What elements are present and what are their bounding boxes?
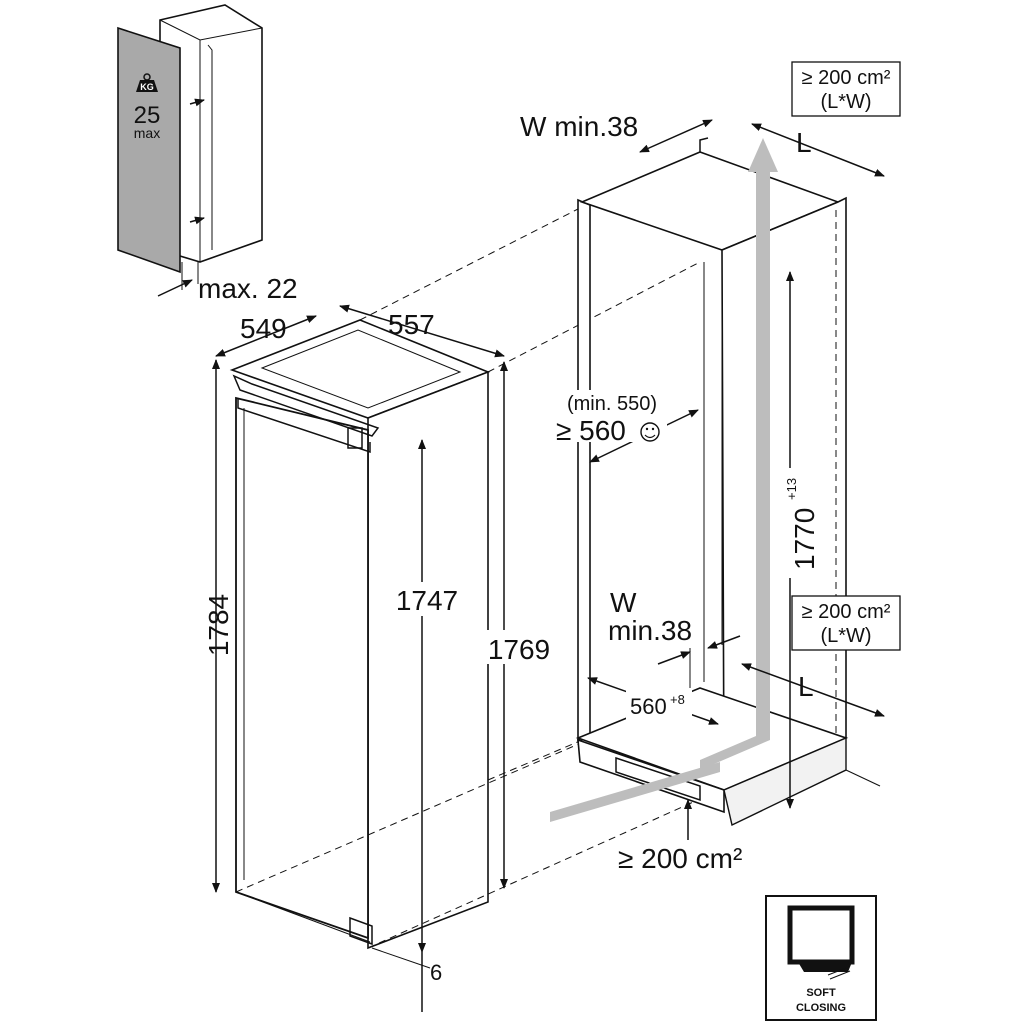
alignment-guides xyxy=(235,207,721,949)
top-vent-area-label: ≥ 200 cm² xyxy=(802,67,891,89)
hinge-arrow-upper xyxy=(189,98,205,107)
mid-vent-area-box xyxy=(791,595,901,651)
door-hinge-bracket xyxy=(237,398,371,454)
soft-closing-badge: SOFT CLOSING xyxy=(765,895,877,1021)
mid-vent-arrow-in xyxy=(657,651,691,665)
soft-closing-door-edge xyxy=(798,962,852,972)
panel-thickness-label: max. 22 xyxy=(198,273,298,304)
airflow-arrow-head xyxy=(748,138,778,172)
niche-height-label: 1770 xyxy=(789,508,820,570)
niche-depth-alt-label: (min. 550) xyxy=(567,393,657,415)
niche-width-tolerance: +8 xyxy=(670,692,685,707)
mid-vent-area-label: ≥ 200 cm² xyxy=(802,601,891,623)
niche-height-tolerance: +13 xyxy=(784,478,799,500)
niche-left-panel-edge xyxy=(577,198,591,742)
weight-unit: KG xyxy=(140,82,154,92)
appliance-total-height-label: 1784 xyxy=(203,594,234,656)
smiley-icon xyxy=(640,422,660,442)
soft-closing-line-1: SOFT xyxy=(806,987,836,999)
appliance-door xyxy=(235,396,369,940)
mid-vent-dims-label: (L*W) xyxy=(820,625,871,647)
mid-vent-width-label: min.38 xyxy=(608,615,692,646)
appliance-side-face xyxy=(367,370,489,950)
mid-vent-arrow-out xyxy=(707,635,741,649)
panel-hinge-line xyxy=(207,44,213,250)
niche-back-top xyxy=(699,137,709,152)
bottom-vent-area-label: ≥ 200 cm² xyxy=(618,843,742,874)
top-vent-length-label: L xyxy=(796,127,812,158)
door-front-panel xyxy=(117,26,181,274)
thickness-arrow xyxy=(157,279,193,297)
appliance-side-height-label: 1769 xyxy=(488,634,550,665)
plinth-front xyxy=(577,738,725,814)
airflow-vertical-arrow xyxy=(756,170,770,740)
door-bottom-edge xyxy=(235,891,371,943)
top-vent-width-line xyxy=(639,119,713,153)
mid-vent-length-label: L xyxy=(798,671,814,702)
appliance-top-inner xyxy=(260,329,462,409)
width-dimension-line xyxy=(339,304,505,358)
niche-width-label: 560 xyxy=(630,694,667,719)
weight-value: 25 xyxy=(134,102,161,129)
bottom-hinge xyxy=(349,916,373,946)
top-hinge-rail xyxy=(232,374,380,437)
top-vent-length-line xyxy=(751,123,885,177)
mid-vent-w-label: W xyxy=(610,587,637,618)
appliance-door-height-label: 1747 xyxy=(396,585,458,616)
airflow-in-arrow xyxy=(550,762,720,822)
top-vent-dims-label: (L*W) xyxy=(820,91,871,113)
depth-dimension-line xyxy=(215,315,317,357)
top-vent-width-label: W min.38 xyxy=(520,111,638,142)
foot-offset-label: 6 xyxy=(430,960,442,985)
door-panel-illustration: KG 25 max max. 22 xyxy=(117,4,298,304)
hinge-arrow-lower xyxy=(189,216,205,225)
soft-closing-line-2: CLOSING xyxy=(796,1002,846,1014)
cabinet-niche-illustration: W min.38 L ≥ 200 cm² (L*W) (min. 550) ≥ … xyxy=(520,61,901,874)
weight-note: max xyxy=(134,125,160,141)
niche-depth-label: ≥ 560 xyxy=(556,415,626,446)
top-vent-area-box xyxy=(791,61,901,117)
appliance-illustration: 549 557 1784 1747 1769 6 xyxy=(203,304,554,1012)
weight-icon xyxy=(136,80,158,92)
mid-vent-length-line xyxy=(741,663,885,717)
hinge-block xyxy=(347,427,363,449)
airflow-bend xyxy=(700,730,770,770)
appliance-depth-label: 549 xyxy=(240,313,287,344)
appliance-width-label: 557 xyxy=(388,309,435,340)
